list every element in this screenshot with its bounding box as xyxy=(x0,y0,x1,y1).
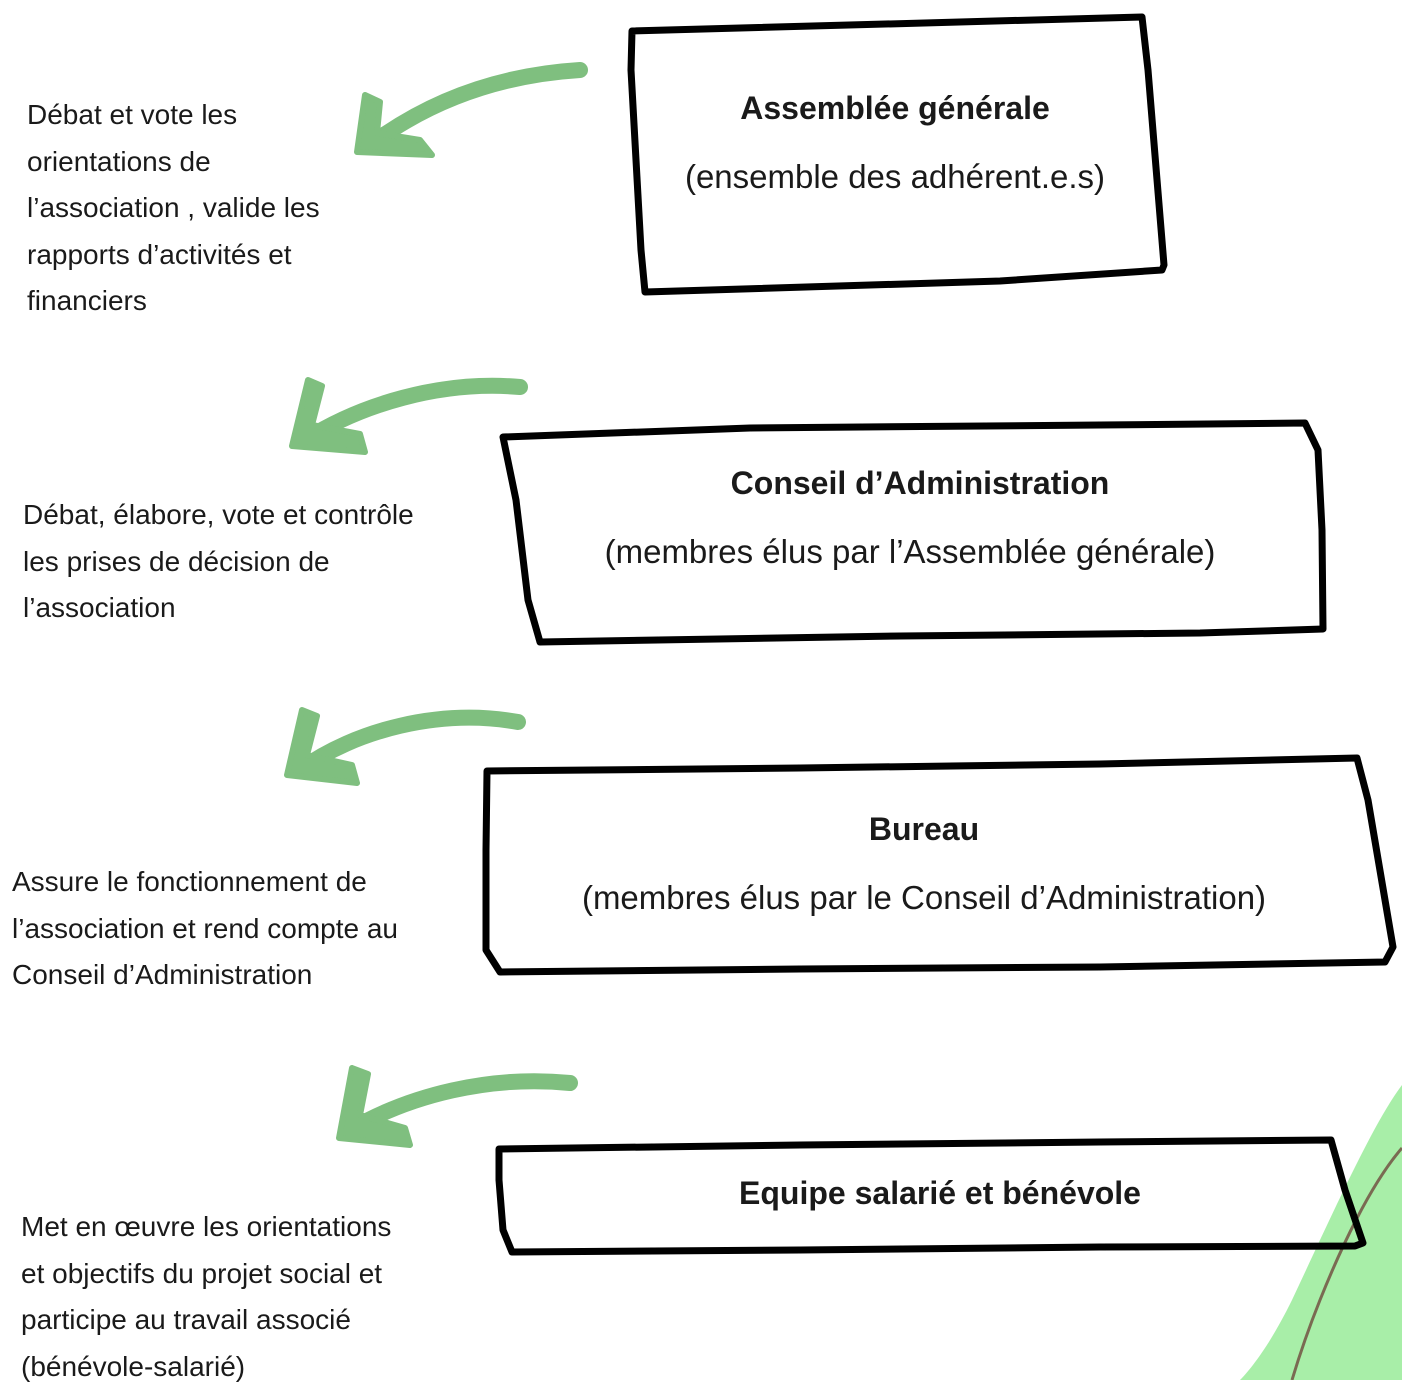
assemblee-generale-description: Débat et vote les orientations de l’asso… xyxy=(27,99,320,316)
corner-line xyxy=(1290,1147,1402,1380)
box-assemblee-generale xyxy=(627,13,1168,296)
bureau-title: Bureau xyxy=(868,811,980,847)
conseil-administration-description: Débat, élabore, vote et contrôle les pri… xyxy=(23,499,414,623)
box-bureau xyxy=(482,754,1397,976)
arrow-1 xyxy=(354,62,588,158)
arrow-2 xyxy=(289,377,528,455)
corner-shape xyxy=(1240,1085,1402,1380)
equipe-title: Equipe salarié et bénévole xyxy=(739,1175,1141,1211)
conseil-administration-title: Conseil d’Administration xyxy=(730,465,1110,501)
bureau-description: Assure le fonctionnement de l’associatio… xyxy=(12,866,398,990)
assemblee-generale-subtitle: (ensemble des adhérent.e.s) xyxy=(684,158,1106,195)
equipe-description: Met en œuvre les orientations et objecti… xyxy=(21,1211,392,1382)
assemblee-generale-title: Assemblée générale xyxy=(740,90,1050,126)
bureau-subtitle: (membres élus par le Conseil d’Administr… xyxy=(581,879,1267,916)
arrow-4 xyxy=(336,1065,578,1148)
arrow-3 xyxy=(284,707,526,786)
conseil-administration-subtitle: (membres élus par l’Assemblée générale) xyxy=(604,533,1216,570)
box-equipe xyxy=(495,1136,1367,1256)
box-conseil-administration xyxy=(499,419,1327,646)
